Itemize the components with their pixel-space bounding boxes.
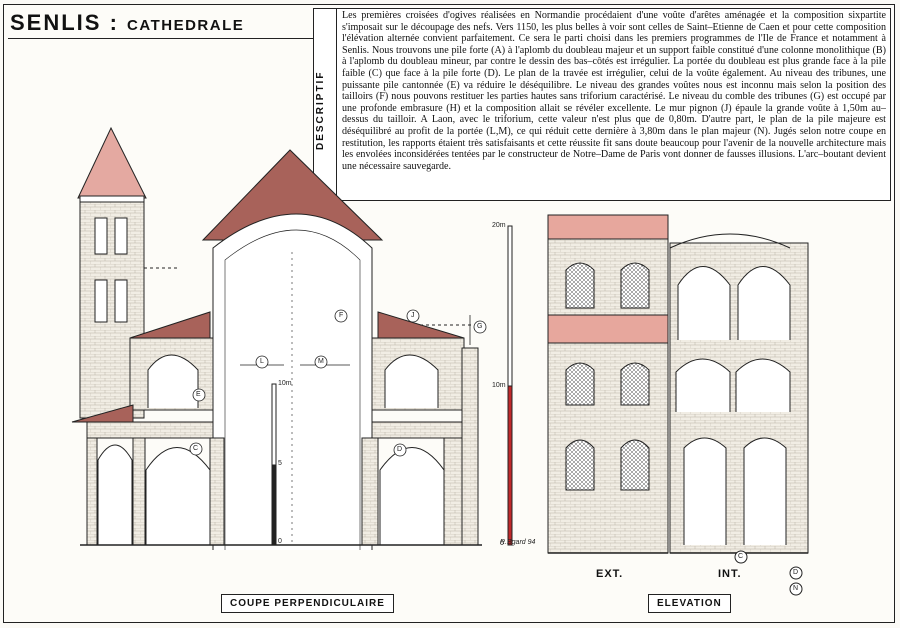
elev-marker-n: N (793, 585, 799, 592)
descriptif-text: Les premières croisées d'ogives réalisée… (342, 10, 886, 172)
elevation-scale-bottom: 0 (500, 540, 504, 547)
descriptif-box (313, 8, 891, 201)
signature: R.Bgard 94 (500, 539, 536, 546)
section-caption: COUPE PERPENDICULAIRE (221, 594, 394, 613)
marker-g: G (477, 323, 483, 330)
elev-marker-d: D (793, 569, 799, 576)
title-sub: CATHEDRALE (127, 17, 245, 34)
elevation-caption: ELEVATION (648, 594, 731, 613)
marker-m: M (318, 358, 324, 365)
descriptif-tab (313, 8, 337, 201)
marker-f: F (339, 312, 344, 319)
marker-e: E (196, 391, 201, 398)
elevation-scale-mid: 10m (492, 382, 506, 389)
elevation-int-label: INT. (718, 568, 742, 580)
marker-c: C (193, 445, 199, 452)
marker-j: J (411, 312, 415, 319)
elevation-scale-top: 20m (492, 222, 506, 229)
section-scale-mid: 5 (278, 460, 282, 467)
marker-l: L (260, 358, 264, 365)
title-main: SENLIS (10, 10, 102, 35)
title-separator: : (109, 10, 119, 35)
section-markers (189, 309, 487, 457)
title-rule (8, 38, 313, 39)
elevation-drawing (507, 214, 809, 596)
section-scale-bottom: 0 (278, 538, 282, 545)
section-scale-top: 10m (278, 380, 292, 387)
marker-d: D (397, 446, 403, 453)
elev-marker-c: C (738, 553, 744, 560)
page-title: SENLIS : CATHEDRALE (10, 10, 244, 36)
section-drawing (71, 126, 482, 550)
elevation-ext-label: EXT. (596, 568, 624, 580)
